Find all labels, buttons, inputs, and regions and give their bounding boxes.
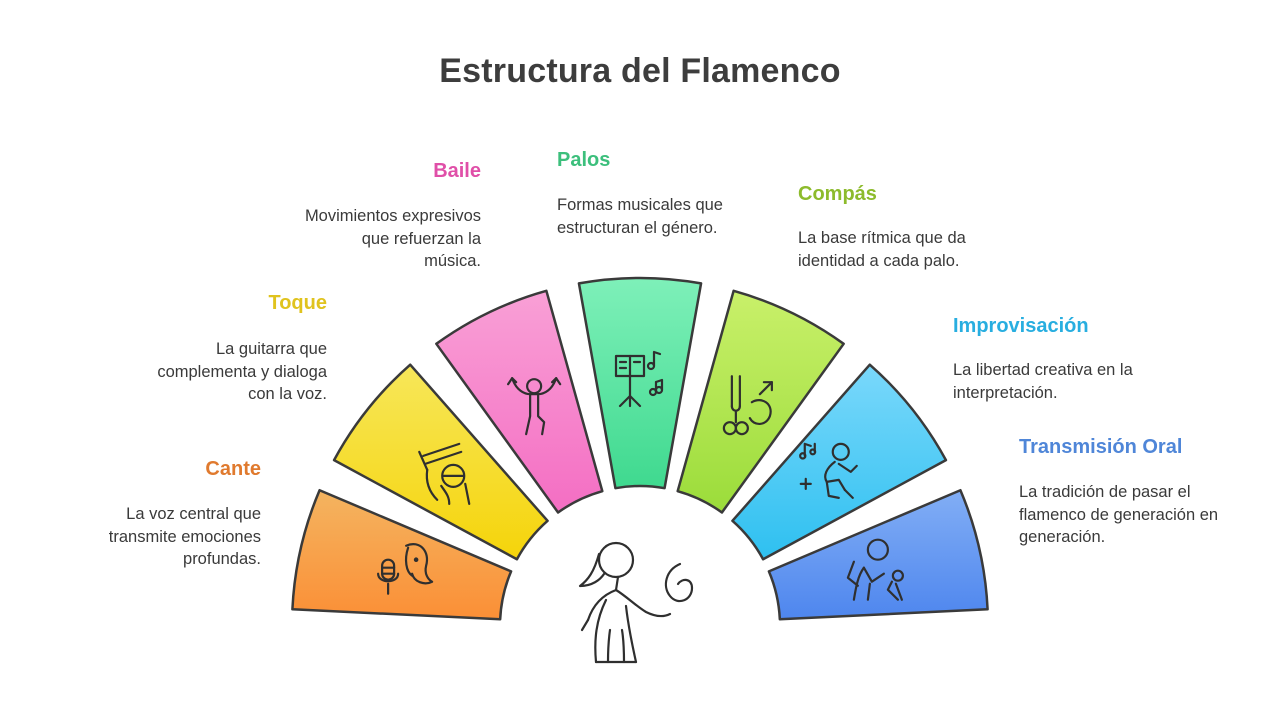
description-improvisacion: La libertad creativa en la interpretació…	[953, 361, 1133, 402]
flamenco-dancer-icon	[578, 541, 694, 664]
label-palos: Palos	[557, 149, 611, 171]
page-title: Estructura del Flamenco	[439, 52, 841, 90]
tuning-fork-icon	[722, 375, 773, 436]
label-improvisacion: Improvisación	[953, 315, 1089, 337]
segment-baile	[435, 289, 604, 514]
guitarist-icon	[418, 442, 471, 505]
segment-compas	[676, 289, 845, 514]
description-baile: Movimientos expresivos que refuerzan la …	[304, 207, 481, 270]
segment-transmision	[767, 488, 989, 621]
label-compas: Compás	[798, 183, 877, 205]
music-stand-icon	[614, 350, 664, 408]
segment-improvisacion	[731, 363, 948, 561]
description-compas: La base rítmica que da identidad a cada …	[798, 229, 966, 270]
label-cante: Cante	[205, 458, 261, 480]
teacher-child-icon	[846, 538, 904, 601]
segment-palos	[577, 276, 703, 490]
singer-microphone-icon	[377, 543, 434, 595]
segment-toque	[332, 363, 549, 561]
improvising-dancer-icon	[799, 442, 858, 499]
description-palos: Formas musicales que estructuran el géne…	[557, 196, 723, 237]
label-transmision: Transmisión Oral	[1019, 436, 1183, 458]
segment-cante	[291, 488, 513, 621]
description-cante: La voz central que transmite emociones p…	[108, 505, 261, 568]
description-transmision: La tradición de pasar el flamenco de gen…	[1019, 483, 1219, 546]
dancer-icon	[507, 377, 562, 436]
label-baile: Baile	[433, 160, 481, 182]
label-toque: Toque	[268, 292, 327, 314]
description-toque: La guitarra que complementa y dialoga co…	[157, 340, 327, 403]
